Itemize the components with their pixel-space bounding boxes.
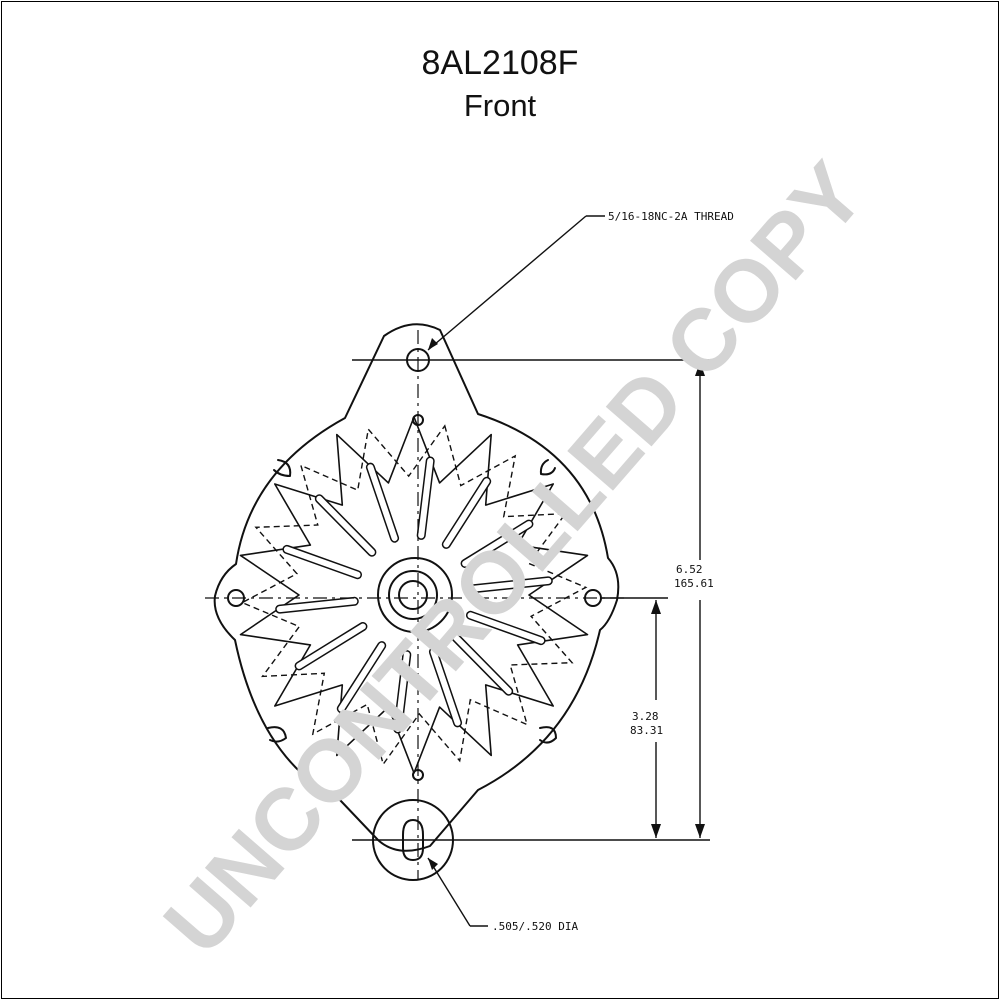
hole-diameter-callout: .505/.520 DIA (492, 920, 578, 933)
part-number-title: 8AL2108F (421, 44, 579, 82)
center-dimension-inch: 3.28 (632, 710, 659, 723)
hub-outer (377, 557, 453, 633)
center-dimension-mm: 83.31 (630, 724, 663, 737)
bottom-mount-hole (402, 819, 424, 861)
housing-outline (213, 323, 620, 852)
overall-dimension-mm: 165.61 (674, 577, 714, 590)
rear-blade-hidden-lines (240, 424, 588, 766)
uncontrolled-copy-watermark: UNCONTROLLED COPY (145, 144, 884, 973)
view-subtitle: Front (463, 88, 537, 123)
overall-dimension-inch: 6.52 (676, 563, 703, 576)
hub-inner (388, 570, 438, 620)
thread-callout: 5/16-18NC-2A THREAD (608, 210, 734, 223)
